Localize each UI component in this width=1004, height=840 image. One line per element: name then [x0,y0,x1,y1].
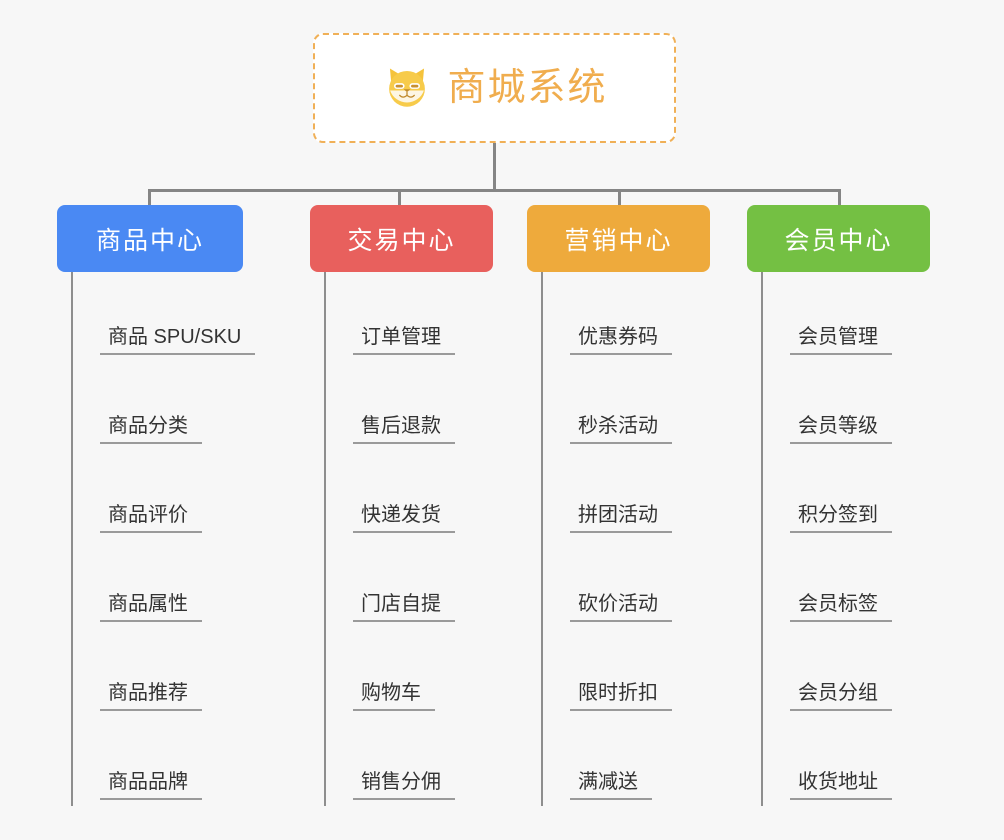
list-item[interactable]: 快递发货 [324,450,455,539]
item-list-trade-center: 订单管理 售后退款 快递发货 门店自提 购物车 销售分佣 [324,272,455,806]
list-item[interactable]: 商品评价 [71,450,255,539]
list-item-label: 优惠券码 [570,326,672,355]
list-item[interactable]: 限时折扣 [541,628,672,717]
category-box-marketing-center[interactable]: 营销中心 [527,205,710,272]
list-item[interactable]: 会员等级 [761,361,892,450]
shiba-dog-icon [389,68,426,110]
column-member-center: 会员中心 会员管理 会员等级 积分签到 会员标签 会员分组 收货地址 [747,205,930,806]
list-item-label: 砍价活动 [570,593,672,622]
list-item[interactable]: 商品分类 [71,361,255,450]
category-box-member-center[interactable]: 会员中心 [747,205,930,272]
category-box-trade-center[interactable]: 交易中心 [310,205,493,272]
column-rail-4 [761,272,763,806]
list-item[interactable]: 商品品牌 [71,717,255,806]
list-item[interactable]: 商品属性 [71,539,255,628]
connector-drop-4 [838,189,841,207]
list-item-label: 购物车 [353,682,435,711]
column-trade-center: 交易中心 订单管理 售后退款 快递发货 门店自提 购物车 销售分佣 [310,205,493,806]
list-item-label: 满减送 [570,771,652,800]
list-item[interactable]: 订单管理 [324,272,455,361]
list-item-label: 商品评价 [100,504,202,533]
list-item[interactable]: 砍价活动 [541,539,672,628]
list-item-label: 会员分组 [790,682,892,711]
list-item[interactable]: 收货地址 [761,717,892,806]
list-item-label: 会员管理 [790,326,892,355]
list-item-label: 会员标签 [790,593,892,622]
list-item[interactable]: 销售分佣 [324,717,455,806]
list-item-label: 商品品牌 [100,771,202,800]
root-node-mall-system[interactable]: 商城系统 [313,33,676,143]
list-item[interactable]: 秒杀活动 [541,361,672,450]
column-product-center: 商品中心 商品 SPU/SKU 商品分类 商品评价 商品属性 商品推荐 商品品牌 [57,205,256,806]
list-item[interactable]: 会员分组 [761,628,892,717]
item-list-member-center: 会员管理 会员等级 积分签到 会员标签 会员分组 收货地址 [761,272,892,806]
connector-root-stem [493,143,496,191]
list-item-label: 商品分类 [100,415,202,444]
list-item-label: 限时折扣 [570,682,672,711]
column-rail-3 [541,272,543,806]
list-item[interactable]: 售后退款 [324,361,455,450]
list-item-label: 商品 SPU/SKU [100,326,256,355]
connector-drop-3 [618,189,621,207]
root-node-label: 商城系统 [447,67,608,109]
column-rail-2 [324,272,326,806]
list-item-label: 商品属性 [100,593,202,622]
list-item-label: 收货地址 [790,771,892,800]
item-list-product-center: 商品 SPU/SKU 商品分类 商品评价 商品属性 商品推荐 商品品牌 [71,272,256,806]
list-item-label: 门店自提 [353,593,455,622]
connector-horizontal-bus [149,189,841,192]
list-item[interactable]: 拼团活动 [541,450,672,539]
list-item-label: 商品推荐 [100,682,202,711]
list-item[interactable]: 积分签到 [761,450,892,539]
list-item-label: 订单管理 [353,326,455,355]
connector-drop-1 [148,189,151,207]
list-item[interactable]: 商品推荐 [71,628,255,717]
connector-drop-2 [398,189,401,207]
list-item[interactable]: 门店自提 [324,539,455,628]
item-list-marketing-center: 优惠券码 秒杀活动 拼团活动 砍价活动 限时折扣 满减送 [541,272,672,806]
list-item[interactable]: 购物车 [324,628,455,717]
category-box-product-center[interactable]: 商品中心 [57,205,243,272]
list-item[interactable]: 优惠券码 [541,272,672,361]
list-item-label: 快递发货 [353,504,455,533]
list-item-label: 秒杀活动 [570,415,672,444]
list-item[interactable]: 满减送 [541,717,672,806]
list-item-label: 积分签到 [790,504,892,533]
list-item-label: 拼团活动 [570,504,672,533]
column-rail-1 [71,272,73,806]
list-item[interactable]: 会员管理 [761,272,892,361]
list-item-label: 售后退款 [353,415,455,444]
column-marketing-center: 营销中心 优惠券码 秒杀活动 拼团活动 砍价活动 限时折扣 满减送 [527,205,710,806]
list-item-label: 销售分佣 [353,771,455,800]
list-item[interactable]: 商品 SPU/SKU [71,272,256,361]
list-item[interactable]: 会员标签 [761,539,892,628]
list-item-label: 会员等级 [790,415,892,444]
